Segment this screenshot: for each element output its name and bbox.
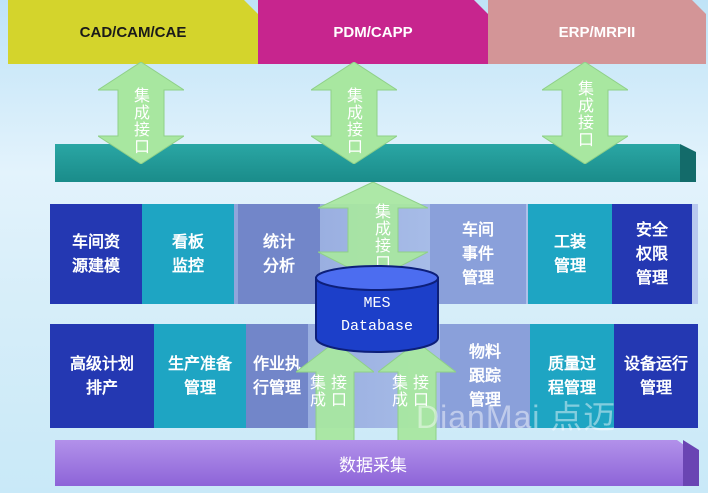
data-collection-bar: 数据采集 [55,440,691,486]
module-kanban-monitoring: 看板 监控 [142,204,234,304]
integration-arrow-cad-label: 集成接口 [131,87,150,155]
module-tooling-management: 工装 管理 [528,204,612,304]
interface-arrow-left [296,342,374,442]
interface-arrow-right [378,342,456,442]
module-production-preparation: 生产准备 管理 [154,324,246,428]
module-security-permission-management: 安全 权限 管理 [612,204,692,304]
integration-arrow-pdm-label: 集成接口 [344,87,363,155]
module-workshop-resource-modeling: 车间资 源建模 [50,204,142,304]
system-pdm-capp: PDM/CAPP [258,0,488,64]
module-workshop-event-management: 车间 事件 管理 [430,204,526,304]
integration-arrow-erp [542,62,628,164]
integration-arrow-pdm [311,62,397,164]
integration-arrow-erp-label: 集成接口 [575,80,594,148]
database-label-database: Database [340,318,413,335]
integration-arrow-cad [98,62,184,164]
module-equipment-operation-management: 设备运行 管理 [614,324,698,428]
data-collection-bar-side [683,440,699,486]
system-erp-label: ERP/MRPII [558,23,636,41]
module-material-tracking: 物料 跟踪 管理 [440,324,530,428]
system-cad-label: CAD/CAM/CAE [79,23,187,41]
module-advanced-planning-scheduling: 高级计划 排产 [50,324,154,428]
integration-arrow-database-label: 集成接口 [372,203,391,271]
mes-database-cylinder [314,264,440,358]
system-erp-mrpii: ERP/MRPII [488,0,706,64]
system-cad-cam-cae: CAD/CAM/CAE [8,0,258,64]
system-pdm-label: PDM/CAPP [333,23,413,41]
module-quality-process-management: 质量过 程管理 [530,324,614,428]
integration-bar-side [680,144,696,182]
database-label-mes: MES [363,295,391,312]
watermark: DianMai 点迈 [416,399,617,435]
interface-arrow-left-label: 接口集成 [307,374,347,408]
data-collection-label: 数据采集 [339,455,407,476]
integration-arrow-database [318,182,428,280]
module-statistics-analysis: 统计 分析 [238,204,320,304]
interface-arrow-right-label: 接口集成 [389,374,429,408]
module-job-execution-management: 作业执 行管理 [246,324,308,428]
